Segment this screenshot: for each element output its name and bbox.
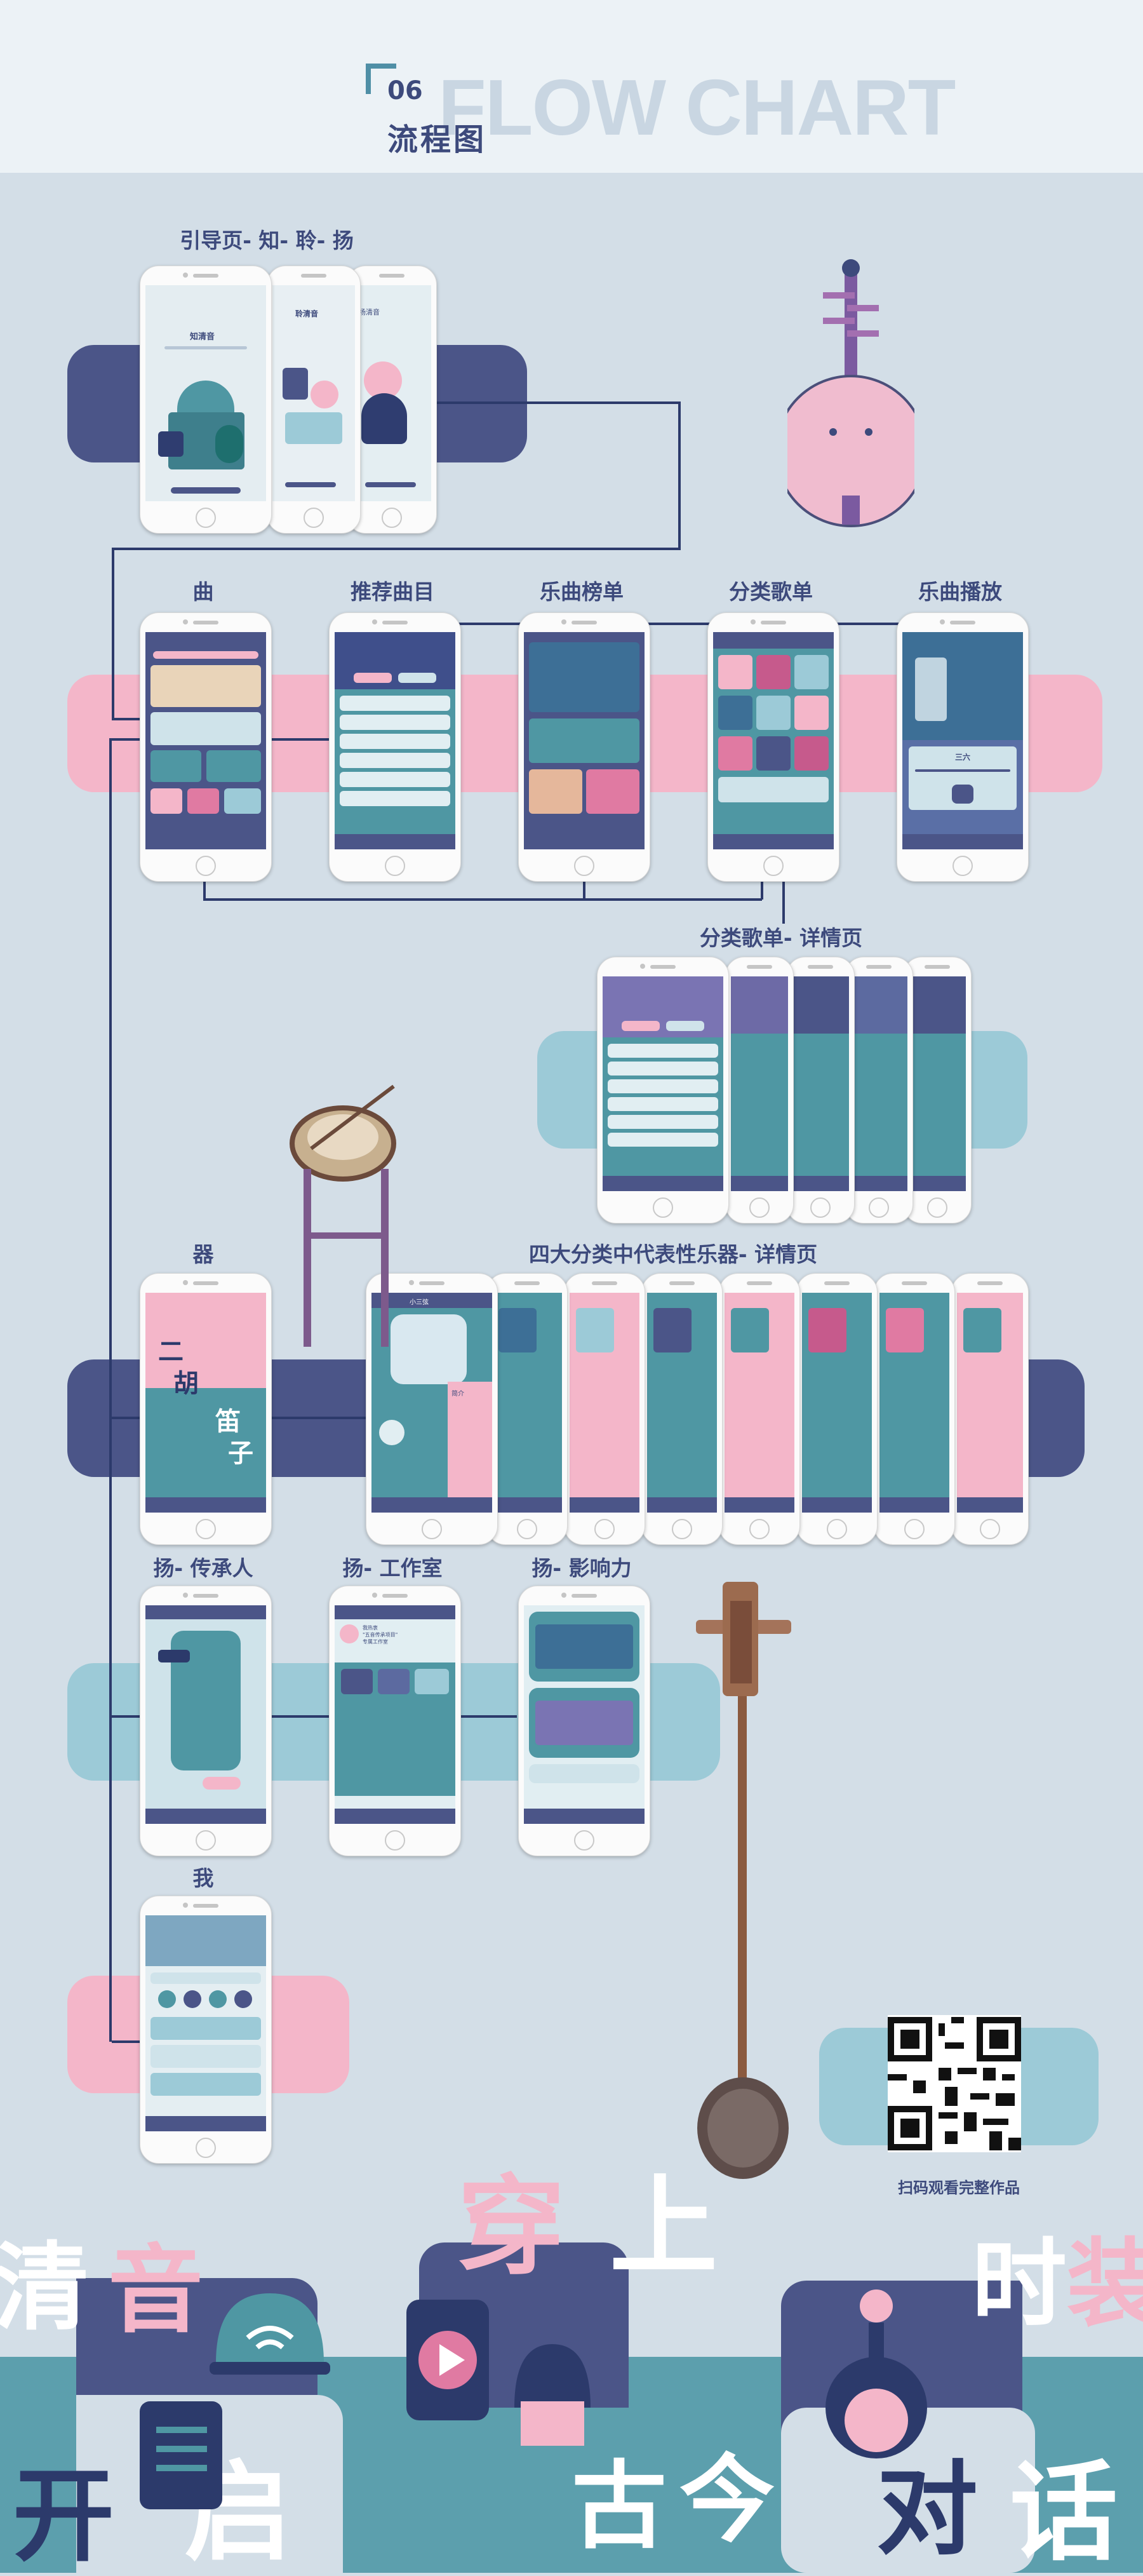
section-label-guide: 引导页- 知- 聆- 扬 <box>180 228 354 253</box>
poster-char: 清 <box>0 2232 90 2343</box>
poster-char: 时 <box>972 2228 1067 2340</box>
phone-category-detail-2[interactable] <box>725 957 794 1224</box>
phone-ranking[interactable] <box>518 612 650 882</box>
phone-instrument-detail-1[interactable]: 小三弦 简介 <box>366 1273 498 1545</box>
sanxian-instrument-illustration <box>696 1582 791 2179</box>
phone-player[interactable]: 三六 <box>897 612 1029 882</box>
phone-instrument-detail-4[interactable] <box>641 1273 723 1545</box>
phone-category-detail-4[interactable] <box>845 957 913 1224</box>
phone-instrument-detail-5[interactable] <box>719 1273 800 1545</box>
connector-line <box>394 623 965 625</box>
connector-line <box>262 1715 329 1718</box>
poster-char: 开 <box>13 2456 115 2575</box>
phone-instrument-detail-6[interactable] <box>796 1273 878 1545</box>
section-label-qu: 曲 <box>192 579 214 604</box>
speaker-dome-icon <box>210 2293 330 2375</box>
ruan-instrument-illustration <box>787 259 914 527</box>
phone-me[interactable] <box>140 1896 272 2164</box>
phone-instrument-detail-7[interactable] <box>874 1273 955 1545</box>
connector-line <box>782 879 785 924</box>
play-circle-button[interactable] <box>379 1420 404 1445</box>
connector-line <box>262 738 331 741</box>
connector-line <box>112 718 140 720</box>
phone-category-detail-3[interactable] <box>786 957 855 1224</box>
section-label-inheritor: 扬- 传承人 <box>153 1556 253 1581</box>
header-corner-mark <box>366 64 396 94</box>
connector-line <box>203 879 206 900</box>
phone-qi-home[interactable]: 二 胡 笛 子 <box>140 1273 272 1545</box>
qr-code[interactable] <box>888 2015 1021 2152</box>
header-title-en: FLOW CHART <box>438 64 956 152</box>
connector-line <box>112 1417 140 1419</box>
section-label-ranking: 乐曲榜单 <box>540 579 624 604</box>
section-label-category-detail: 分类歌单- 详情页 <box>699 926 863 950</box>
poster-char: 今 <box>679 2444 775 2556</box>
poster-char: 对 <box>876 2450 979 2569</box>
phone-instrument-detail-2[interactable] <box>486 1273 568 1545</box>
phone-category-detail-1[interactable] <box>597 957 729 1224</box>
phone-qu-home[interactable] <box>140 612 272 882</box>
section-label-qi: 器 <box>192 1242 214 1267</box>
phone-guide-3[interactable]: 扬清音 <box>347 266 437 534</box>
section-label-instrument-detail: 四大分类中代表性乐器- 详情页 <box>528 1242 818 1267</box>
phone-category[interactable] <box>707 612 839 882</box>
play-button[interactable] <box>952 785 973 804</box>
header-title-cn: 流程图 <box>387 122 487 158</box>
section-label-recommend: 推荐曲目 <box>351 579 434 604</box>
tablet-list-icon <box>140 2401 222 2509</box>
connector-line <box>451 1715 517 1718</box>
connector-line <box>678 401 681 549</box>
section-label-influence: 扬- 影响力 <box>531 1556 632 1581</box>
phone-studio[interactable]: 我热衷 "五音传承项目" 专属工作室 <box>329 1586 461 1856</box>
connector-line <box>262 1417 370 1419</box>
poster-char: 穿 <box>457 2163 566 2290</box>
connector-line <box>109 738 140 741</box>
connector-line <box>761 879 763 900</box>
poster-char: 音 <box>108 2234 204 2346</box>
qr-caption: 扫码观看完整作品 <box>898 2179 1020 2197</box>
phone-influence[interactable] <box>518 1586 650 1856</box>
poster-char: 话 <box>1010 2449 1118 2576</box>
phone-recommend[interactable] <box>329 612 461 882</box>
bottom-poster: 清 音 穿 上 时 装 开 启 古 今 对 话 <box>0 2173 1143 2576</box>
connector-line <box>583 879 585 900</box>
connector-line <box>112 1715 140 1718</box>
connector-line <box>365 401 679 404</box>
bell-character-icon <box>514 2344 591 2446</box>
phone-guide-2[interactable]: 聆清音 <box>267 266 361 534</box>
drum-instrument-illustration <box>290 1084 396 1347</box>
section-label-category: 分类歌单 <box>729 579 813 604</box>
poster-char: 上 <box>610 2163 718 2290</box>
section-label-studio: 扬- 工作室 <box>342 1556 443 1581</box>
connector-line <box>112 548 114 719</box>
character-head-icon <box>826 2289 927 2458</box>
connector-main-trunk <box>109 738 112 2042</box>
section-label-me: 我 <box>192 1866 214 1891</box>
header-number: 06 <box>387 76 423 105</box>
phone-instrument-detail-8[interactable] <box>951 1273 1029 1545</box>
phone-guide-1[interactable]: 知清音 <box>140 266 272 534</box>
video-phone-icon <box>406 2300 489 2420</box>
phone-category-detail-5[interactable] <box>903 957 972 1224</box>
poster-char: 古 <box>572 2450 667 2562</box>
connector-line <box>112 548 681 550</box>
player-song-title: 三六 <box>954 753 970 762</box>
poster-char: 装 <box>1067 2228 1143 2340</box>
connector-line <box>112 2040 140 2043</box>
phone-instrument-detail-3[interactable] <box>564 1273 645 1545</box>
connector-line <box>203 898 762 901</box>
page-header <box>0 0 1143 173</box>
section-label-player: 乐曲播放 <box>918 579 1002 604</box>
phone-inheritor[interactable] <box>140 1586 272 1856</box>
